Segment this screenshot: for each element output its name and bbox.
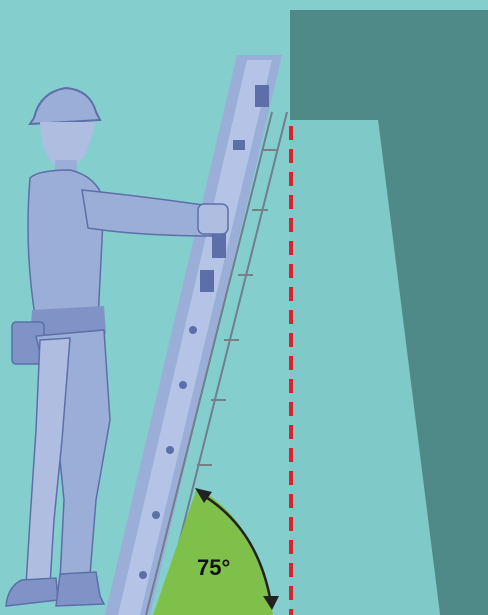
angle-label: 75° (197, 555, 230, 580)
worker-boot-right (56, 572, 104, 606)
worker-hand (198, 204, 228, 234)
wall (290, 10, 488, 615)
